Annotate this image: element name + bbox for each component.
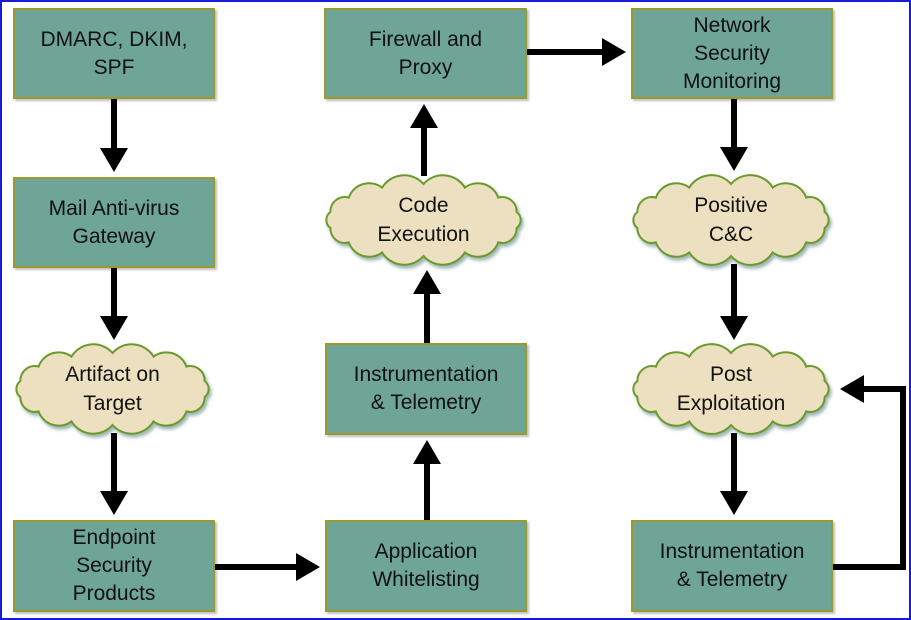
arrow-appwl-to-instr1-head xyxy=(413,440,441,464)
node-firewall-proxy: Firewall and Proxy xyxy=(324,8,527,99)
code-execution-cloud xyxy=(325,174,522,266)
arrow-endpoint-to-appwl-head xyxy=(296,553,320,581)
arrow-firewall-to-nsm-head xyxy=(602,38,626,66)
arrow-dmarc-to-mailav-head xyxy=(100,148,128,172)
arrow-postexp-to-instr2-head xyxy=(720,491,748,515)
node-instrumentation-telemetry-2: Instrumentation & Telemetry xyxy=(631,520,833,612)
node-label: Post Exploitation xyxy=(676,363,786,415)
arrow-instr2-to-postexp xyxy=(833,386,906,570)
node-positive-cnc: Positive C&C xyxy=(627,176,835,264)
arrow-codeexec-to-firewall-head xyxy=(410,104,438,128)
arrow-artifact-to-endpoint-head xyxy=(100,491,128,515)
node-label: DMARC, DKIM, SPF xyxy=(40,27,188,79)
node-label: Network Security Monitoring xyxy=(682,13,782,93)
node-label: Instrumentation & Telemetry xyxy=(353,363,499,414)
node-label: Firewall and Proxy xyxy=(368,27,483,79)
arrow-instr1-to-codeexec-head xyxy=(413,270,441,294)
arrow-mailav-to-artifact-head xyxy=(100,316,128,340)
node-application-whitelisting: Application Whitelisting xyxy=(325,520,527,612)
node-label: Mail Anti-virus Gateway xyxy=(48,196,180,248)
positive-cnc-cloud xyxy=(632,174,830,266)
arrow-nsm-to-cnc-head xyxy=(720,147,748,171)
node-post-exploitation: Post Exploitation xyxy=(627,345,835,433)
post-exploitation-cloud xyxy=(632,343,830,435)
node-code-execution: Code Execution xyxy=(320,176,527,264)
node-label: Code Execution xyxy=(377,194,470,246)
node-label: Application Whitelisting xyxy=(372,540,480,591)
node-network-security-monitoring: Network Security Monitoring xyxy=(631,8,833,99)
node-instrumentation-telemetry-1: Instrumentation & Telemetry xyxy=(325,343,527,435)
node-label: Positive C&C xyxy=(694,194,768,246)
node-endpoint-security-products: Endpoint Security Products xyxy=(13,520,215,612)
node-dmarc-dkim-spf: DMARC, DKIM, SPF xyxy=(13,8,215,99)
artifact-on-target-cloud xyxy=(15,343,210,435)
node-artifact-on-target: Artifact on Target xyxy=(10,345,215,433)
arrow-cnc-to-postexp-head xyxy=(720,316,748,340)
node-label: Artifact on Target xyxy=(65,363,160,415)
arrow-instr2-to-postexp-head xyxy=(840,375,864,403)
node-label: Endpoint Security Products xyxy=(72,526,156,605)
node-label: Instrumentation & Telemetry xyxy=(659,540,805,591)
node-mail-antivirus-gateway: Mail Anti-virus Gateway xyxy=(13,177,215,268)
